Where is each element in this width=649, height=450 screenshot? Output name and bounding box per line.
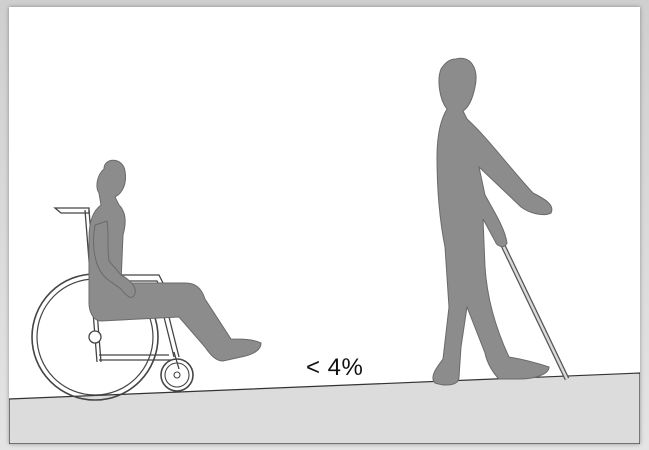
slope-gradient-label: < 4% xyxy=(306,354,363,382)
sloped-ground xyxy=(9,373,640,444)
wheelchair-user-figure xyxy=(32,160,261,400)
wheelchair-handle xyxy=(55,208,89,213)
wheelchair-user-body xyxy=(89,160,261,361)
illustration-panel: < 4% xyxy=(9,7,640,444)
walking-person-with-cane-figure xyxy=(433,58,567,385)
walking-person-body xyxy=(433,58,552,385)
